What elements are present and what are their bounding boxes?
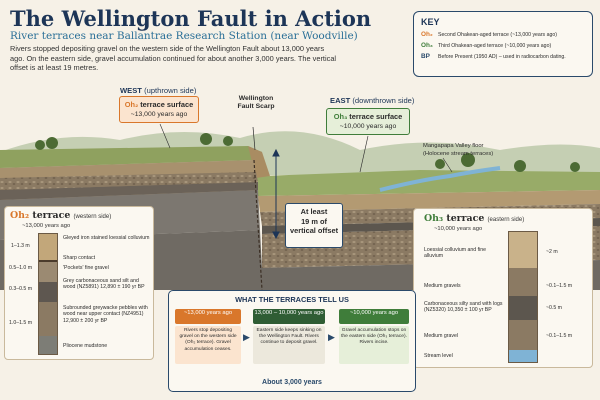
key-box: KEY Oh₂ Second Ohakean-aged terrace (~13… (413, 11, 593, 77)
layer-depth: 1.0–1.5 m (9, 320, 33, 326)
layer-description: Medium gravel (424, 333, 459, 339)
step-head-3: ~10,000 years ago (339, 309, 409, 324)
key-text: Before Present (1950 AD) – used in radio… (438, 54, 566, 60)
layer-depth: ~2 m (546, 249, 558, 255)
layer-description: Subrounded greywacke pebbles with wood n… (63, 305, 148, 324)
page-subtitle: River terraces near Ballantrae Research … (10, 30, 358, 42)
step-body-3: Gravel accumulation stops on the eastern… (339, 326, 409, 364)
layer-depth: 0.5–1.0 m (9, 265, 33, 271)
east-strat-column (508, 231, 538, 363)
layer-description: Medium gravels (424, 283, 461, 289)
layer-depth: 1–1.3 m (11, 243, 30, 249)
east-strata (258, 190, 600, 212)
step-body-2: Eastern side keeps sinking on the Wellin… (253, 326, 325, 364)
key-symbol: Oh₃ (421, 42, 433, 49)
key-item-oh2: Oh₂ Second Ohakean-aged terrace (~13,000… (421, 31, 585, 38)
layer-description: Sharp contact (63, 255, 96, 261)
layer-depth: 0.3–0.5 m (9, 286, 33, 292)
fault-line (253, 159, 263, 291)
east-label: EAST (downthrown side) (330, 96, 415, 105)
layer-depth: ~0.5 m (546, 305, 563, 311)
intro-paragraph: Rivers stopped depositing gravel on the … (10, 44, 337, 73)
west-label: WEST (upthrown side) (120, 86, 197, 95)
east-terrace-panel: Oh₃ terrace (eastern side) ~10,000 years… (413, 208, 593, 368)
west-panel-age: ~13,000 years ago (22, 223, 71, 229)
page-title: The Wellington Fault in Action (10, 6, 372, 31)
vertical-offset-callout: At least 19 m of vertical offset (285, 203, 343, 248)
offset-arrow (272, 148, 280, 240)
fault-scarp-label: Wellington Fault Scarp (237, 95, 275, 110)
key-title: KEY (421, 17, 440, 27)
east-panel-title: Oh₃ terrace (eastern side) (424, 213, 525, 224)
key-symbol: BP (421, 53, 430, 60)
layer-description: Pliocene mudstone (63, 343, 108, 349)
key-text: Third Ohakean-aged terrace (~10,000 year… (438, 43, 552, 49)
layer-description: 'Pockets' fine gravel (63, 265, 109, 271)
key-text: Second Ohakean-aged terrace (~13,000 yea… (438, 32, 557, 38)
trees (35, 133, 580, 172)
key-item-oh3: Oh₃ Third Ohakean-aged terrace (~10,000 … (421, 42, 585, 49)
key-symbol: Oh₂ (421, 31, 433, 38)
terraces-tell-box: WHAT THE TERRACES TELL US ~13,000 years … (168, 290, 416, 392)
east-terrace-card: Oh₃ terrace surface ~10,000 years ago (326, 108, 410, 135)
key-item-bp: BP Before Present (1950 AD) – used in ra… (421, 53, 585, 60)
east-panel-age: ~10,000 years ago (434, 226, 483, 232)
west-terrace-surface (0, 146, 262, 168)
arrow-right-icon: ▶ (328, 332, 335, 342)
step-head-2: 13,000 – 10,000 years ago (253, 309, 325, 324)
arrow-right-icon: ▶ (243, 332, 250, 342)
fault-scarp (248, 146, 270, 178)
layer-description: Stream level (424, 353, 453, 359)
west-terrace-panel: Oh₂ terrace (western side) ~13,000 years… (4, 206, 154, 360)
stream (379, 166, 501, 192)
layer-description: Loessial colluvium and fine alluvium (424, 247, 486, 260)
step-body-1: Rivers stop depositing gravel on the wes… (175, 326, 241, 364)
step-head-1: ~13,000 years ago (175, 309, 241, 324)
layer-depth: ~0.1–1.5 m (546, 333, 573, 339)
terraces-tell-title: WHAT THE TERRACES TELL US (235, 295, 349, 304)
layer-description: Grey carbonaceous sand silt and wood (NZ… (63, 278, 145, 291)
west-strat-column (38, 233, 58, 355)
layer-depth: ~0.1–1.5 m (546, 283, 573, 289)
west-terrace-card: Oh₂ terrace surface ~13,000 years ago (119, 96, 199, 123)
layer-description: Carbonaceous silty sand with logs (NZ532… (424, 301, 503, 314)
duration-label: About 3,000 years (262, 379, 322, 386)
layer-description: Gleyed iron stained loessial colluvium (63, 235, 150, 241)
valley-label: Mangapapa Valley floor(Holocene stream t… (423, 143, 494, 157)
west-panel-title: Oh₂ terrace (western side) (10, 210, 112, 221)
